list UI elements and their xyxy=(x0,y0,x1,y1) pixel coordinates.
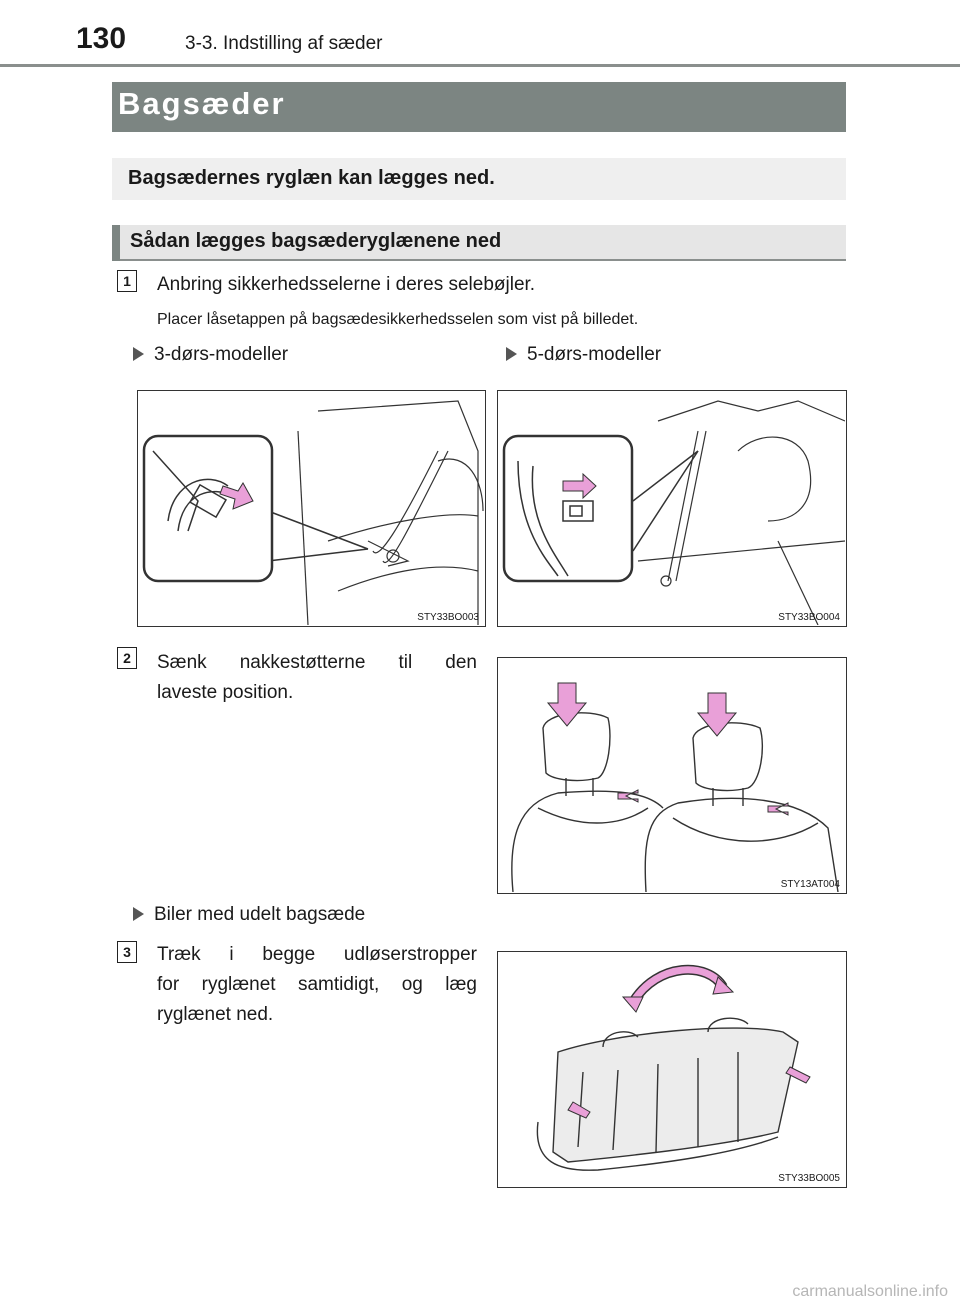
bullet-label: 3-dørs-modeller xyxy=(154,344,289,365)
figure-code: STY13AT004 xyxy=(780,879,840,890)
section-title: 3-3. Indstilling af sæder xyxy=(185,33,383,54)
step-3-text-line1: Træk i begge udløserstropper xyxy=(157,944,477,965)
seatbelt-illustration xyxy=(502,400,846,626)
figure-5-door-seatbelt: STY33BO004 xyxy=(497,390,847,627)
step-1-note: Placer låsetappen på bagsædesikkerhedsse… xyxy=(157,311,639,328)
figure-headrests: STY13AT004 xyxy=(497,657,847,894)
subheading: Sådan lægges bagsæderyglænene ned xyxy=(130,230,502,252)
seatbelt-illustration xyxy=(142,400,484,626)
headrest-illustration xyxy=(511,682,839,893)
subheading-box xyxy=(112,225,846,261)
footer-watermark: carmanualsonline.info xyxy=(792,1283,948,1300)
page-title: Bagsæder xyxy=(118,86,286,121)
intro-box xyxy=(112,158,846,200)
figure-code: STY33BO004 xyxy=(778,612,840,623)
bullet-3-door: 3-dørs-modeller xyxy=(133,344,288,366)
bullet-triangle-icon xyxy=(506,347,517,361)
bullet-5-door: 5-dørs-modeller xyxy=(506,344,661,366)
step-number-1: 1 xyxy=(117,270,137,292)
bullet-undivided: Biler med udelt bagsæde xyxy=(133,904,365,926)
seatback-illustration xyxy=(536,964,811,1171)
step-3-text-line3: ryglænet ned. xyxy=(157,1004,274,1025)
title-bar xyxy=(112,82,846,132)
bullet-triangle-icon xyxy=(133,907,144,921)
intro-text: Bagsædernes ryglæn kan lægges ned. xyxy=(128,167,495,189)
step-1-text: Anbring sikkerhedsselerne i deres selebø… xyxy=(157,274,536,295)
header-rule xyxy=(0,64,960,67)
bullet-label: 5-dørs-modeller xyxy=(527,344,662,365)
figure-seatback-fold: STY33BO005 xyxy=(497,951,847,1188)
figure-code: STY33BO003 xyxy=(417,612,479,623)
figure-3-door-seatbelt: STY33BO003 xyxy=(137,390,486,627)
step-3-text-line2: for ryglænet samtidigt, og læg xyxy=(157,974,477,995)
page-number: 130 xyxy=(76,22,127,55)
bullet-label: Biler med udelt bagsæde xyxy=(154,904,366,925)
figure-code: STY33BO005 xyxy=(778,1173,840,1184)
step-number-3: 3 xyxy=(117,941,137,963)
step-2-text-line1: Sænk nakkestøtterne til den xyxy=(157,652,477,673)
step-2-text-line2: laveste position. xyxy=(157,682,294,703)
subheading-accent xyxy=(112,225,120,261)
step-number-2: 2 xyxy=(117,647,137,669)
bullet-triangle-icon xyxy=(133,347,144,361)
